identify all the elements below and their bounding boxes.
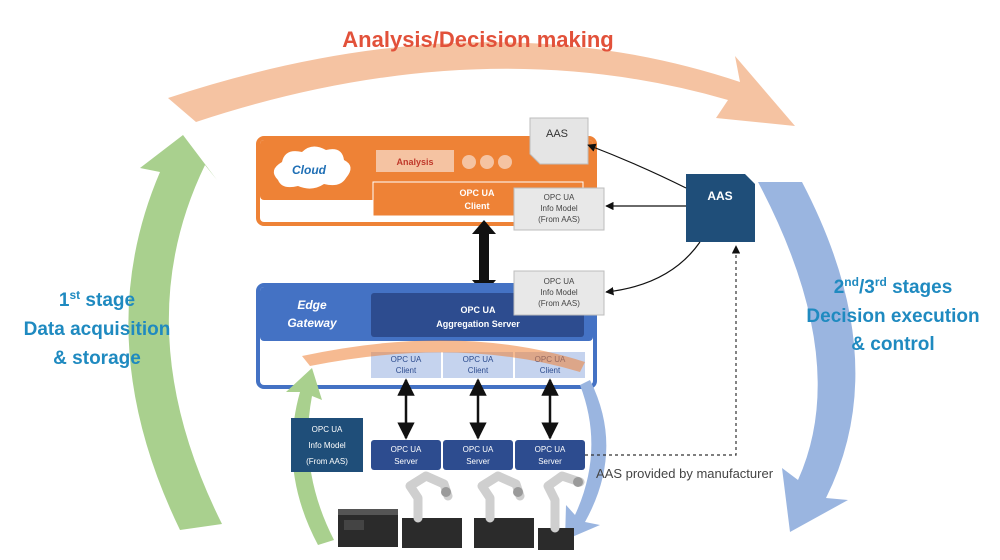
aas-note: AAS provided by manufacturer bbox=[596, 466, 774, 481]
cloud-client-line2: Client bbox=[464, 201, 489, 211]
cloud-label: Cloud bbox=[292, 163, 327, 177]
server-1-line2: Server bbox=[394, 457, 418, 466]
robot-arm-1-icon bbox=[402, 471, 462, 548]
small-blue-arrow bbox=[565, 380, 607, 540]
edge-info-line3: (From AAS) bbox=[538, 299, 580, 308]
analysis-label: Analysis bbox=[396, 157, 433, 167]
aas-document-label: AAS bbox=[546, 128, 568, 140]
stage1-line3: & storage bbox=[53, 348, 141, 369]
device-info-line3: (From AAS) bbox=[306, 457, 348, 466]
edge-client-1-line2: Client bbox=[396, 366, 417, 375]
stage1-cycle-arrow bbox=[128, 135, 222, 530]
analysis-cycle-arrow bbox=[168, 42, 795, 126]
aas-provision-dotted-line bbox=[585, 245, 741, 456]
server-1-line1: OPC UA bbox=[391, 445, 422, 454]
cloud-info-line1: OPC UA bbox=[544, 193, 575, 202]
agg-line1: OPC UA bbox=[460, 305, 496, 315]
stage1-label: 1st stage bbox=[59, 288, 135, 311]
edge-label-line2: Gateway bbox=[287, 316, 338, 330]
edge-info-model bbox=[513, 270, 605, 316]
edge-info-line2: Info Model bbox=[540, 288, 578, 297]
edge-client-1 bbox=[371, 352, 441, 378]
server-3-line1: OPC UA bbox=[535, 445, 566, 454]
edge-client-1-line1: OPC UA bbox=[391, 355, 422, 364]
cloud-info-model bbox=[513, 187, 605, 231]
device-info-line2: Info Model bbox=[308, 441, 346, 450]
analysis-box bbox=[376, 150, 454, 172]
stage1-line2: Data acquisition bbox=[24, 319, 171, 340]
cloud-edge-double-arrow bbox=[472, 220, 496, 294]
cloud-info-line3: (From AAS) bbox=[538, 215, 580, 224]
cloud-info-line2: Info Model bbox=[540, 204, 578, 213]
edge-label-line1: Edge bbox=[297, 298, 327, 312]
aas-document-icon bbox=[529, 117, 589, 165]
small-green-arrow bbox=[286, 368, 334, 545]
server-2-line1: OPC UA bbox=[463, 445, 494, 454]
stage23-label: 2nd/3rd stages bbox=[834, 275, 953, 298]
cloud-client-line1: OPC UA bbox=[459, 188, 495, 198]
robot-arm-3-icon bbox=[538, 471, 585, 550]
edge-client-2 bbox=[443, 352, 513, 378]
edge-orange-arc bbox=[302, 340, 585, 372]
edge-client-3-line2: Client bbox=[540, 366, 561, 375]
cloud-icon bbox=[273, 146, 351, 189]
server-2-line2: Server bbox=[466, 457, 490, 466]
aas-main-icon bbox=[686, 174, 755, 242]
server-3 bbox=[515, 440, 585, 470]
device-info-line1: OPC UA bbox=[312, 425, 343, 434]
server-2 bbox=[443, 440, 513, 470]
robot-arm-2-icon bbox=[474, 471, 534, 548]
stage23-line3: & control bbox=[851, 334, 934, 355]
aas-to-edge-info-arrow bbox=[605, 241, 701, 296]
stage23-cycle-arrow bbox=[758, 182, 856, 532]
aas-to-doc-arrow bbox=[587, 143, 687, 189]
analysis-dot-1 bbox=[462, 155, 476, 169]
agg-line2: Aggregation Server bbox=[436, 319, 520, 329]
analysis-dot-3 bbox=[498, 155, 512, 169]
analysis-title: Analysis/Decision making bbox=[342, 27, 613, 52]
edge-info-line1: OPC UA bbox=[544, 277, 575, 286]
server-1 bbox=[371, 440, 441, 470]
edge-client-2-line1: OPC UA bbox=[463, 355, 494, 364]
aas-main-label: AAS bbox=[707, 189, 732, 203]
analysis-dot-2 bbox=[480, 155, 494, 169]
server-3-line2: Server bbox=[538, 457, 562, 466]
edge-client-2-line2: Client bbox=[468, 366, 489, 375]
stage23-line2: Decision execution bbox=[806, 306, 979, 327]
device-info-model bbox=[291, 418, 363, 472]
controller-1-icon bbox=[338, 509, 398, 547]
